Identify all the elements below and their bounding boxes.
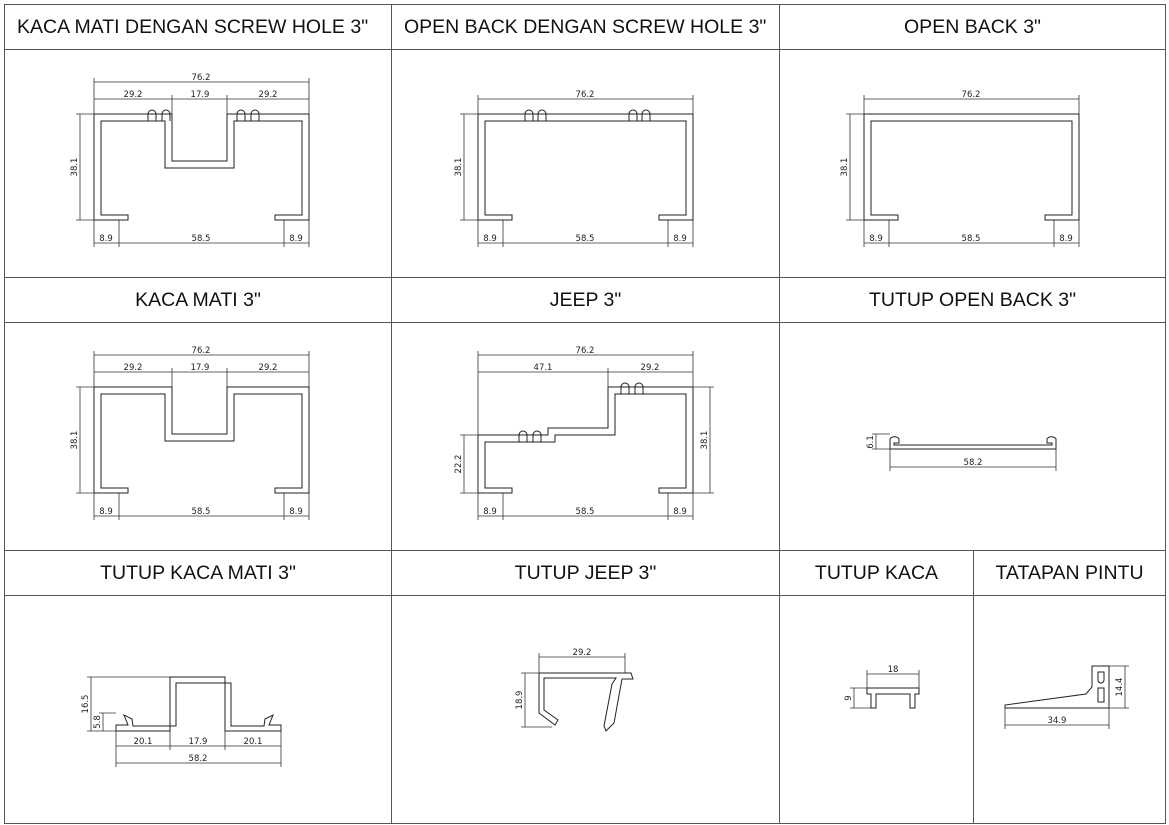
profile-outline	[866, 687, 920, 709]
dim-opening: 58.5	[192, 234, 211, 244]
cell-jeep: JEEP 3" 76.2 47.1	[391, 277, 780, 551]
cell-title: TUTUP OPEN BACK 3"	[780, 278, 1165, 323]
cell-open-back: OPEN BACK 3" 76.2 38.1 8.9 58.5 8.9	[779, 4, 1166, 278]
dim-left-lip: 8.9	[99, 234, 113, 244]
dim-right-lip: 8.9	[289, 507, 303, 517]
dim-height: 18.9	[515, 691, 525, 710]
dim-left-width: 47.1	[534, 363, 553, 373]
dim-opening: 58.5	[192, 507, 211, 517]
profile-outline	[538, 672, 634, 732]
dim-center-width: 17.9	[191, 90, 210, 100]
dim-right-lip: 8.9	[673, 507, 687, 517]
dim-overall-width: 76.2	[576, 346, 595, 356]
profile-outline	[477, 109, 694, 221]
dim-opening: 58.5	[962, 234, 981, 244]
dimension-lines	[460, 351, 714, 520]
dim-height: 38.1	[454, 158, 464, 177]
profile-outline	[93, 386, 310, 494]
dim-opening: 58.5	[576, 507, 595, 517]
dim-height: 6.1	[866, 435, 876, 449]
dim-left-width: 29.2	[124, 90, 143, 100]
profile-drawing-tatapan-pintu: 14.4 34.9	[1004, 665, 1129, 729]
dim-right-width: 29.2	[259, 363, 278, 373]
dim-height: 38.1	[70, 431, 80, 450]
cell-title: KACA MATI 3"	[5, 278, 391, 323]
dim-right-width: 29.2	[641, 363, 660, 373]
dimension-lines	[1004, 665, 1129, 729]
dimension-lines	[850, 670, 920, 709]
dim-left-flange: 20.1	[134, 737, 153, 747]
dim-right-lip: 8.9	[673, 234, 687, 244]
dim-height: 14.4	[1115, 678, 1125, 697]
cell-tutup-open-back: TUTUP OPEN BACK 3" 6.1 58.2	[779, 277, 1166, 551]
dim-left-lip: 8.9	[483, 507, 497, 517]
dimension-lines	[87, 676, 282, 767]
dim-height: 38.1	[70, 158, 80, 177]
profile-drawing-tutup-kaca: 18 9	[844, 665, 920, 709]
dim-width: 58.2	[964, 458, 983, 468]
cell-tutup-kaca-mati: TUTUP KACA MATI 3" 16.5 5.8 20.1 17.9 20…	[4, 550, 392, 824]
dim-right-lip: 8.9	[289, 234, 303, 244]
cell-title: KACA MATI DENGAN SCREW HOLE 3"	[5, 5, 391, 50]
dim-left-width: 29.2	[124, 363, 143, 373]
dimension-lines	[460, 95, 694, 247]
dim-right-width: 29.2	[259, 90, 278, 100]
dimension-lines	[76, 78, 310, 247]
cell-kaca-mati-screw-hole: KACA MATI DENGAN SCREW HOLE 3" 76.2 2	[4, 4, 392, 278]
dimension-lines	[872, 433, 1057, 471]
cell-title: OPEN BACK 3"	[780, 5, 1165, 50]
dimension-lines	[76, 351, 310, 520]
cell-title: TATAPAN PINTU	[974, 551, 1165, 596]
cell-tutup-jeep: TUTUP JEEP 3" 29.2 18.9	[391, 550, 780, 824]
profile-drawing-tutup-jeep: 29.2 18.9	[515, 648, 634, 732]
profile-drawing-kaca-mati: 76.2 29.2 17.9 29.2 38.1 8.9 58.5 8.9	[70, 346, 310, 520]
dim-opening: 58.5	[576, 234, 595, 244]
profile-drawing-tutup-open-back: 6.1 58.2	[866, 433, 1057, 471]
profile-outline	[477, 382, 694, 494]
dim-overall-width: 76.2	[962, 90, 981, 100]
cell-title: TUTUP KACA	[780, 551, 973, 596]
dim-left-lip: 8.9	[483, 234, 497, 244]
dim-center-width: 17.9	[189, 737, 208, 747]
cell-open-back-screw-hole: OPEN BACK DENGAN SCREW HOLE 3" 76.2 38.1	[391, 4, 780, 278]
dim-height: 38.1	[700, 431, 710, 450]
dimension-lines	[521, 653, 626, 728]
dim-left-lip: 8.9	[99, 507, 113, 517]
dim-height: 38.1	[840, 158, 850, 177]
profile-outline	[889, 436, 1057, 450]
dim-left-lip: 8.9	[869, 234, 883, 244]
dim-height: 9	[844, 695, 854, 700]
profile-drawing-kaca-mati-screw-hole: 76.2 29.2 17.9 29.2 38.1 8.9 58.5 8.9	[70, 73, 310, 247]
cell-title: TUTUP JEEP 3"	[392, 551, 779, 596]
profile-drawing-jeep: 76.2 47.1 29.2 38.1 22.2 8.9 58.5 8.9	[454, 346, 714, 520]
dim-overall-width: 58.2	[189, 754, 208, 764]
dim-right-lip: 8.9	[1059, 234, 1073, 244]
profile-drawing-tutup-kaca-mati: 16.5 5.8 20.1 17.9 20.1 58.2	[81, 676, 282, 767]
dim-overall-width: 76.2	[576, 90, 595, 100]
cell-title: OPEN BACK DENGAN SCREW HOLE 3"	[392, 5, 779, 50]
dim-overall-width: 76.2	[192, 346, 211, 356]
cell-tutup-kaca: TUTUP KACA 18 9	[779, 550, 974, 824]
dim-width: 34.9	[1048, 716, 1067, 726]
dim-right-flange: 20.1	[244, 737, 263, 747]
cell-title: JEEP 3"	[392, 278, 779, 323]
dimension-lines	[846, 95, 1080, 247]
profile-outline	[1004, 665, 1110, 709]
cell-kaca-mati: KACA MATI 3" 76.2 29.2 17.9 29.2 38.1 8.…	[4, 277, 392, 551]
cell-title: TUTUP KACA MATI 3"	[5, 551, 391, 596]
cell-tatapan-pintu: TATAPAN PINTU 14.4 34.9	[973, 550, 1166, 824]
profile-drawing-open-back: 76.2 38.1 8.9 58.5 8.9	[840, 90, 1080, 247]
dim-center-width: 17.9	[191, 363, 210, 373]
profile-outline	[115, 676, 282, 732]
dim-overall-width: 76.2	[192, 73, 211, 83]
dim-height: 16.5	[81, 695, 91, 714]
profile-drawing-open-back-screw-hole: 76.2 38.1 8.9 58.5 8.9	[454, 90, 694, 247]
dim-width: 29.2	[573, 648, 592, 658]
profile-outline	[93, 109, 310, 221]
profile-outline	[863, 113, 1080, 221]
dim-step-height: 22.2	[454, 455, 464, 474]
dim-flange-height: 5.8	[93, 715, 103, 729]
dim-width: 18	[888, 665, 899, 675]
